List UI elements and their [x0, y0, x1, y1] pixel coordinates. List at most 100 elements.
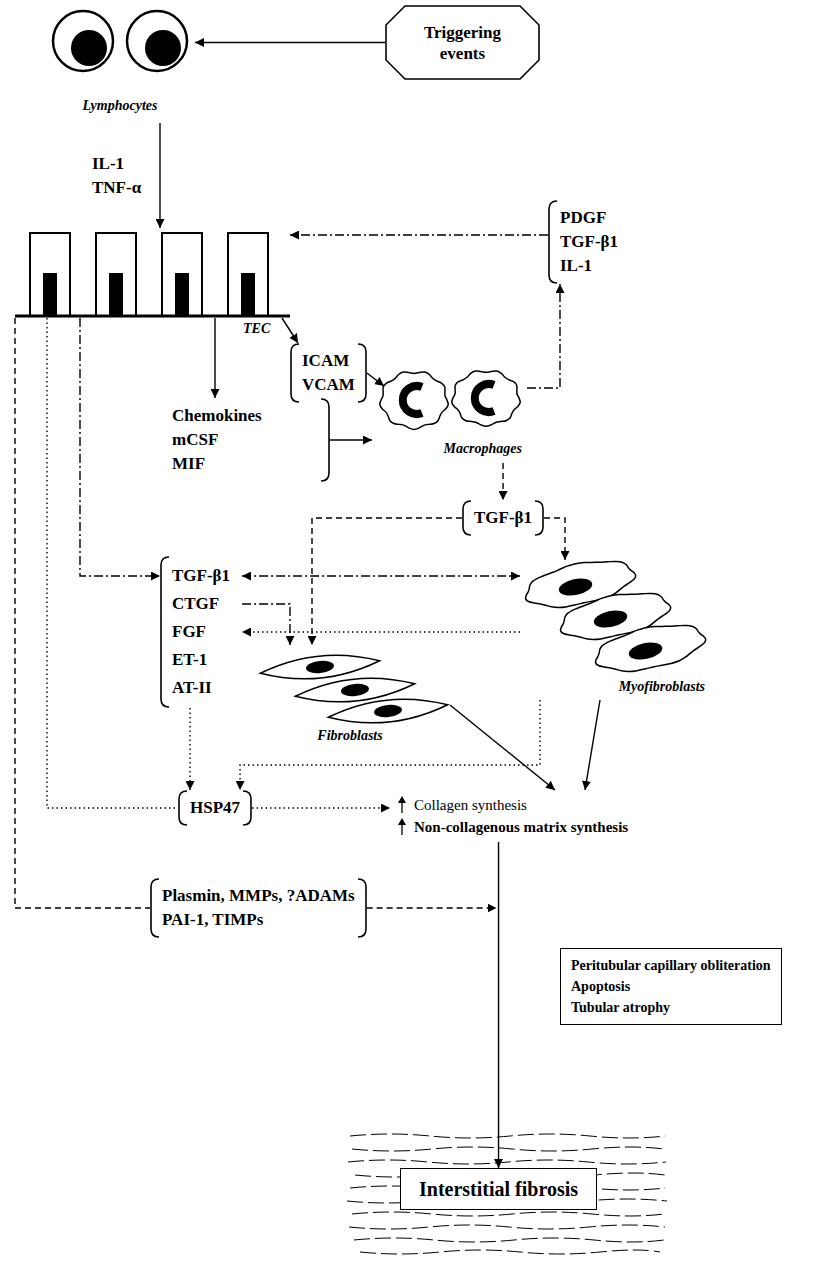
node-text: Apoptosis — [571, 976, 771, 997]
edge-label: IL-1 TNF-α — [92, 152, 152, 200]
lymphocyte-cells: Lymphocytes — [45, 5, 195, 123]
connector — [498, 842, 499, 1168]
connector — [240, 700, 540, 790]
octagon-outline — [386, 6, 539, 79]
increase-arrowhead — [398, 796, 406, 803]
myofibroblast-cell — [591, 616, 709, 679]
hatch-line — [360, 1250, 660, 1254]
left-bracket — [463, 501, 471, 535]
left-bracket — [161, 557, 169, 707]
node-text: TGF-β1 — [560, 230, 618, 254]
macrophage-nucleus — [403, 386, 422, 414]
node-text: Fibroblasts — [250, 727, 450, 745]
macrophage-nucleus — [475, 384, 494, 412]
epithelial-cell — [96, 233, 136, 316]
epithelial-nucleus — [43, 273, 57, 316]
connector — [242, 575, 520, 576]
lymphocyte-nucleus — [71, 30, 107, 66]
epithelial-cell — [162, 233, 202, 316]
node-text: mCSF — [172, 428, 318, 452]
left-bracket — [179, 791, 187, 825]
connector — [80, 318, 160, 576]
protease-bracket: Plasmin, MMPs, ?ADAMsPAI-1, TIMPs — [150, 878, 367, 938]
increase-arrowhead — [398, 818, 406, 825]
fibrosis-box: Interstitial fibrosis — [400, 1168, 597, 1210]
fibroblast-outline — [327, 694, 449, 728]
connector — [189, 708, 190, 790]
node-text: Tubular atrophy — [571, 997, 771, 1018]
epithelial-cell — [228, 233, 268, 316]
epithelial-nucleus — [175, 273, 189, 316]
node-text: Myofibroblasts — [520, 678, 705, 696]
fibroblast-cells: Fibroblasts — [250, 645, 450, 750]
node-text: FGF — [172, 618, 230, 646]
cytokine-bracket: TGF-β1 — [462, 500, 544, 536]
chemokine-bracket: ChemokinesmCSFMIF — [160, 398, 330, 482]
node-text: Collagen synthesis — [414, 794, 628, 816]
connector — [330, 439, 372, 440]
hatch-line — [350, 1134, 665, 1138]
fibroblast-cell — [327, 694, 449, 728]
connector — [502, 463, 503, 500]
hatch-line — [348, 1160, 666, 1164]
node-text: AT-II — [172, 674, 230, 702]
lymphocyte-nucleus — [145, 30, 181, 66]
connector — [214, 318, 215, 398]
node-text: VCAM — [302, 373, 355, 397]
fibroblast-nucleus — [373, 704, 402, 719]
connector — [290, 234, 548, 235]
node-text: CTGF — [172, 590, 230, 618]
myofibroblast-nucleus — [627, 640, 664, 663]
left-bracket — [291, 344, 299, 402]
connector — [242, 604, 290, 645]
chaperone-bracket: HSP47 — [178, 790, 252, 826]
node-text: MIF — [172, 452, 318, 476]
connector — [195, 42, 385, 43]
node-text: ET-1 — [172, 646, 230, 674]
lymphocyte-cell — [127, 11, 187, 71]
node-text: Interstitial fibrosis — [419, 1177, 578, 1201]
right-bracket — [535, 501, 543, 535]
hatch-line — [352, 1212, 664, 1216]
left-bracket — [549, 201, 557, 283]
right-bracket — [358, 879, 366, 937]
connector — [242, 631, 520, 632]
myofibroblast-nucleus — [592, 608, 629, 631]
connector — [15, 318, 150, 908]
epithelial-cell — [30, 233, 70, 316]
node-text: IL-1 — [560, 254, 618, 278]
connector — [527, 284, 560, 388]
connector — [47, 318, 178, 808]
node-text: PAI-1, TIMPs — [162, 908, 355, 932]
connector — [252, 807, 390, 808]
fibroblast-nucleus — [305, 660, 334, 675]
node-text: HSP47 — [190, 796, 240, 820]
node-text: Non-collagenous matrix synthesis — [414, 816, 628, 838]
trigger-octagon: Triggering events — [385, 5, 540, 80]
node-text: TGF-β1 — [172, 562, 230, 590]
myofibroblast-outline — [591, 616, 709, 679]
node-text: Peritubular capillary obliteration — [571, 955, 771, 976]
macrophage-cells: Macrophages — [372, 368, 527, 463]
outcome-box: Peritubular capillary obliterationApopto… — [560, 948, 782, 1025]
node-text: Chemokines — [172, 404, 318, 428]
connector — [450, 705, 555, 790]
basement-membrane — [15, 315, 290, 318]
left-bracket — [151, 879, 159, 937]
connector — [585, 700, 600, 790]
connector — [367, 373, 384, 386]
right-bracket — [358, 344, 366, 402]
epithelial-nucleus — [109, 273, 123, 316]
node-text: TGF-β1 — [474, 506, 532, 530]
macrophage-cell — [452, 371, 520, 426]
connector — [544, 518, 565, 560]
growth-factor-bracket: TGF-β1CTGFFGFET-1AT-II — [160, 556, 242, 708]
connector — [159, 123, 160, 228]
macrophage-cell — [380, 372, 448, 429]
connector — [282, 318, 298, 343]
oct-figure — [385, 5, 540, 80]
connector — [312, 518, 462, 645]
mediator-bracket: PDGFTGF-β1IL-1 — [548, 200, 630, 284]
hatch-line — [352, 1147, 664, 1151]
